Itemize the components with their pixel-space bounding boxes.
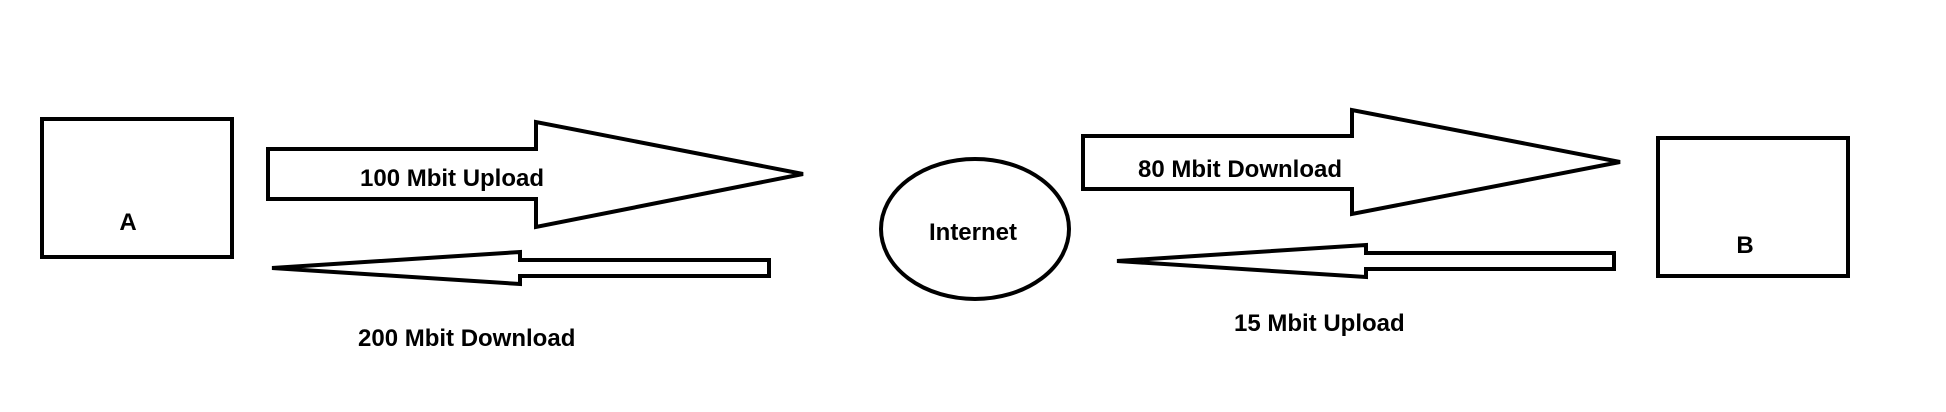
b-upload-link: 15 Mbit Upload: [1116, 242, 1616, 337]
a-upload-link: 100 Mbit Upload: [266, 119, 804, 230]
b-upload-arrow: [1116, 242, 1616, 280]
node-a-label: A: [119, 209, 136, 236]
node-b-label: B: [1736, 232, 1753, 259]
a-upload-label: 100 Mbit Upload: [360, 165, 544, 192]
b-download-arrow: [1081, 107, 1621, 217]
node-a-box: [40, 117, 234, 259]
b-upload-label: 15 Mbit Upload: [1234, 310, 1405, 337]
node-b-box: [1656, 136, 1850, 278]
internet-ellipse: [879, 157, 1071, 301]
node-a: A: [40, 117, 234, 259]
b-download-link: 80 Mbit Download: [1081, 107, 1621, 217]
a-download-arrow: [271, 249, 771, 287]
b-download-label: 80 Mbit Download: [1138, 156, 1342, 183]
a-download-link: 200 Mbit Download: [271, 249, 771, 352]
a-download-label: 200 Mbit Download: [358, 325, 575, 352]
internet-label: Internet: [929, 219, 1017, 246]
node-internet: Internet: [879, 157, 1071, 301]
node-b: B: [1656, 136, 1850, 278]
a-upload-arrow: [266, 119, 804, 230]
